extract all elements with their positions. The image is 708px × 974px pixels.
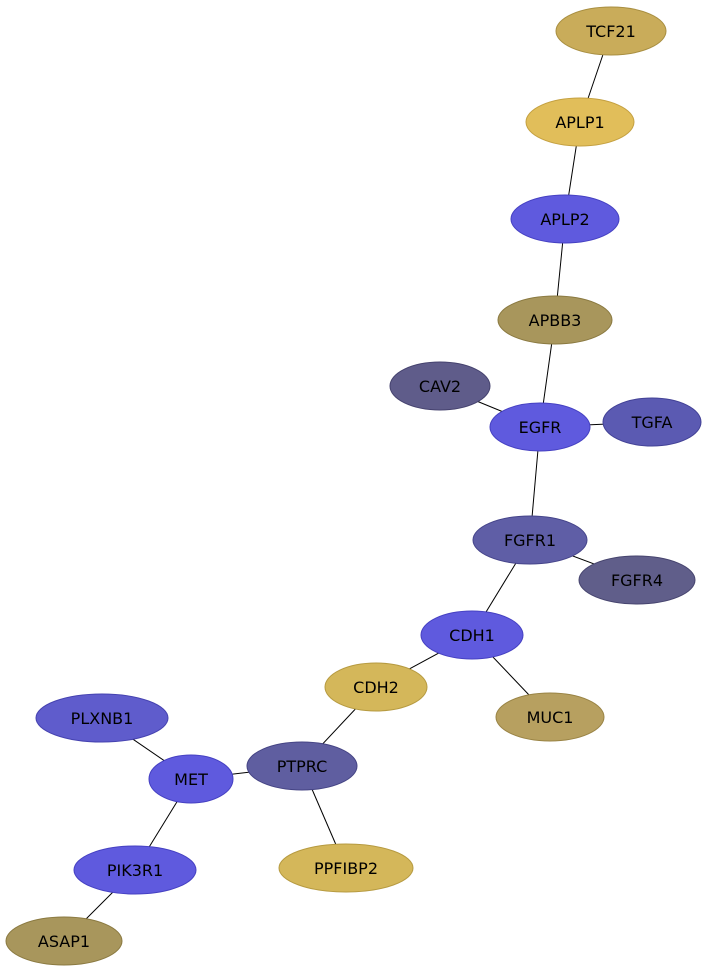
node-shape (525, 97, 635, 147)
node-aplp2[interactable]: APLP2 (510, 194, 620, 244)
edge-layer (63, 30, 653, 942)
node-label: PPFIBP2 (314, 859, 378, 878)
node-shape (510, 194, 620, 244)
node-shape (489, 402, 591, 452)
node-tcf21[interactable]: TCF21 (555, 6, 667, 56)
node-shape (495, 692, 605, 742)
node-shape (246, 741, 358, 791)
node-asap1[interactable]: ASAP1 (5, 916, 123, 966)
node-egfr[interactable]: EGFR (489, 402, 591, 452)
node-shape (420, 610, 524, 660)
node-fgfr4[interactable]: FGFR4 (578, 555, 696, 605)
node-shape (35, 693, 169, 743)
node-shape (324, 662, 428, 712)
node-label: MUC1 (527, 708, 574, 727)
node-shape (73, 845, 197, 895)
node-label: CAV2 (419, 377, 461, 396)
node-cdh1[interactable]: CDH1 (420, 610, 524, 660)
node-shape (472, 515, 588, 565)
node-label: CDH2 (353, 678, 399, 697)
node-ptprc[interactable]: PTPRC (246, 741, 358, 791)
node-aplp1[interactable]: APLP1 (525, 97, 635, 147)
node-label: FGFR1 (504, 531, 556, 550)
node-label: APLP2 (540, 210, 589, 229)
node-label: PTPRC (277, 757, 328, 776)
node-label: APLP1 (555, 113, 604, 132)
node-shape (555, 6, 667, 56)
node-label: ASAP1 (38, 932, 90, 951)
node-label: PLXNB1 (71, 709, 134, 728)
node-met[interactable]: MET (148, 754, 234, 804)
node-shape (278, 843, 414, 893)
node-label: CDH1 (449, 626, 495, 645)
node-label: EGFR (519, 418, 562, 437)
node-shape (5, 916, 123, 966)
node-ppfibp2[interactable]: PPFIBP2 (278, 843, 414, 893)
node-shape (148, 754, 234, 804)
node-cav2[interactable]: CAV2 (389, 361, 491, 411)
node-label: TCF21 (585, 22, 636, 41)
node-cdh2[interactable]: CDH2 (324, 662, 428, 712)
node-label: FGFR4 (611, 571, 663, 590)
node-shape (602, 397, 702, 447)
node-label: MET (174, 770, 208, 789)
node-label: TGFA (631, 413, 673, 432)
node-shape (578, 555, 696, 605)
node-fgfr1[interactable]: FGFR1 (472, 515, 588, 565)
node-tgfa[interactable]: TGFA (602, 397, 702, 447)
node-plxnb1[interactable]: PLXNB1 (35, 693, 169, 743)
node-muc1[interactable]: MUC1 (495, 692, 605, 742)
node-apbb3[interactable]: APBB3 (497, 295, 613, 345)
node-shape (389, 361, 491, 411)
node-shape (497, 295, 613, 345)
node-label: APBB3 (529, 311, 582, 330)
node-label: PIK3R1 (107, 861, 163, 880)
node-pik3r1[interactable]: PIK3R1 (73, 845, 197, 895)
